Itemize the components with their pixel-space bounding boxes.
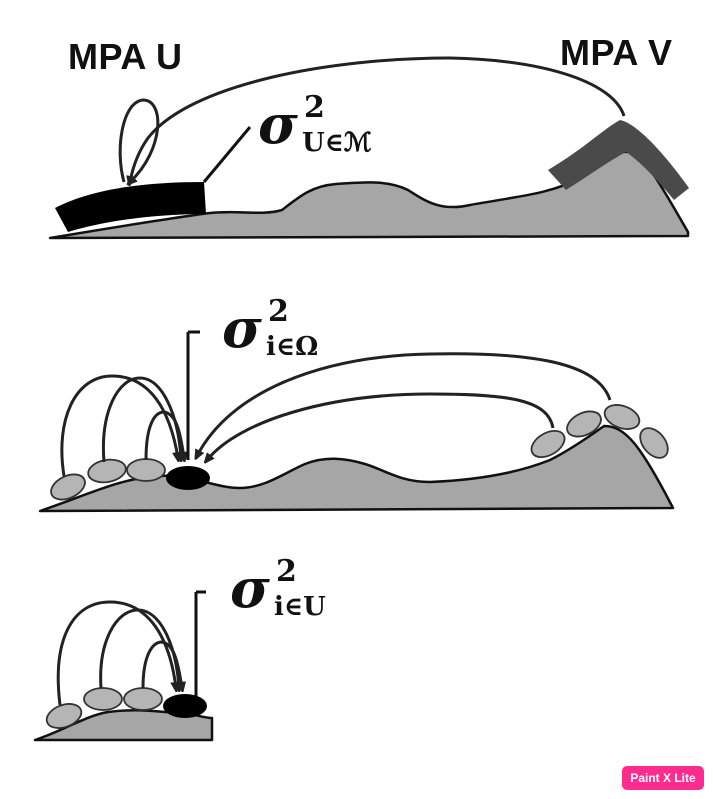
variance-formula-omega: σ 2 i∈Ω	[222, 294, 422, 376]
sigma-symbol: σ	[258, 92, 298, 156]
focal-cell	[166, 466, 210, 490]
mpa-v-label: MPA V	[560, 32, 673, 73]
arrow-cell-1	[60, 374, 178, 477]
cell-ellipse	[50, 473, 86, 501]
formula-superscript: 2	[268, 294, 289, 329]
cell-ellipse	[126, 458, 166, 482]
panel-mpa-landscape	[48, 56, 690, 240]
formula-subscript: i∈Ω	[266, 332, 319, 362]
arrow-cell-3	[141, 640, 182, 688]
terrain-3	[33, 709, 214, 742]
arrow-v-to-u	[130, 56, 626, 182]
panel-individual-within-mpa	[33, 590, 214, 742]
mpa-u-label: MPA U	[68, 36, 183, 77]
watermark-badge: Paint X Lite	[622, 766, 704, 790]
mpa-v-block	[548, 120, 689, 200]
variance-formula-u: σ 2 i∈U	[230, 554, 430, 636]
mpa-u-block	[55, 182, 206, 232]
cell-ellipse	[87, 458, 127, 484]
cell-ellipse	[566, 410, 602, 438]
arrow-cell-1	[56, 600, 176, 706]
formula-superscript: 2	[276, 554, 297, 589]
variance-formula-mpa: σ 2 U∈ℳ	[258, 90, 458, 172]
cell-ellipse	[603, 404, 641, 430]
cell-ellipse	[123, 687, 163, 711]
pointer-line-1	[202, 126, 252, 183]
cell-ellipse	[45, 703, 83, 729]
formula-subscript: U∈ℳ	[302, 128, 372, 158]
arrow-cell-3	[144, 410, 184, 460]
cell-ellipse	[530, 429, 566, 459]
panel-individual-landscape	[38, 330, 675, 513]
cell-ellipse	[83, 687, 123, 711]
arrow-far-2	[207, 392, 555, 460]
formula-superscript: 2	[304, 90, 325, 125]
cell-ellipse	[639, 427, 669, 459]
focal-cell	[163, 694, 207, 718]
sigma-symbol: σ	[230, 556, 270, 620]
arrow-self-u	[118, 98, 160, 182]
sigma-symbol: σ	[222, 296, 262, 360]
formula-subscript: i∈U	[274, 592, 326, 622]
arrow-far-1	[197, 352, 612, 456]
